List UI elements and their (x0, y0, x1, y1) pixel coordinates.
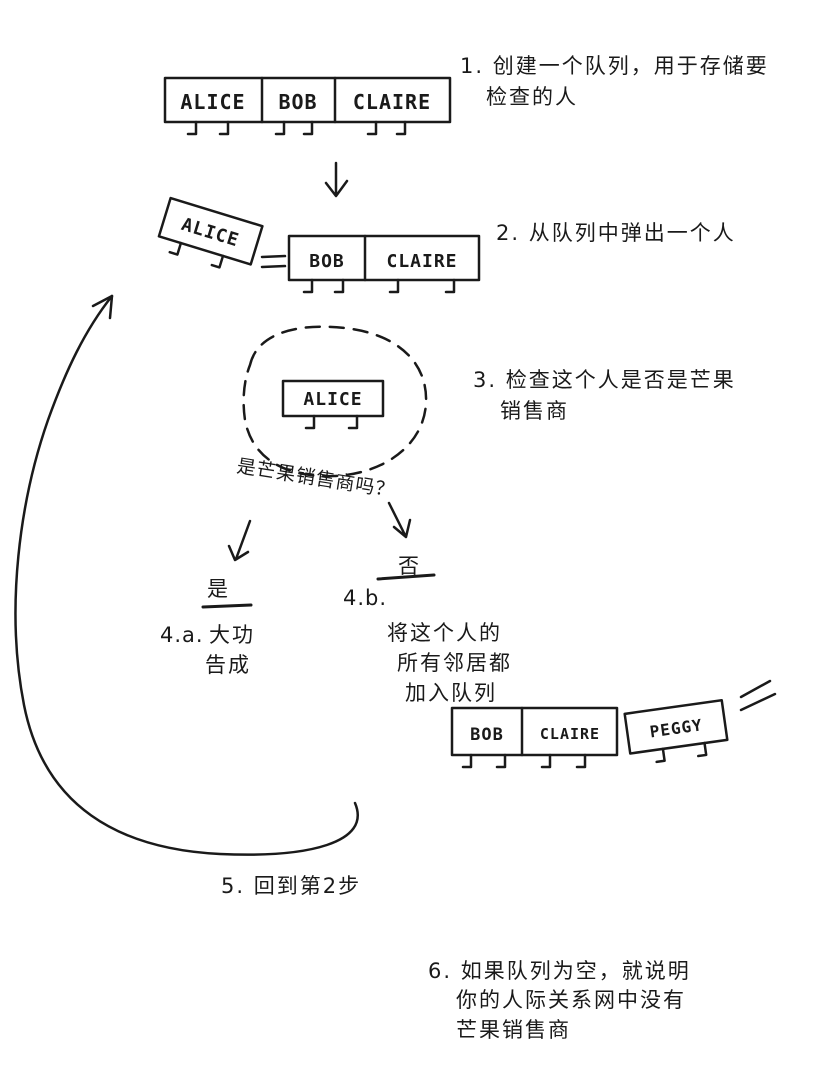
step4a-line2: 告成 (205, 653, 251, 677)
queue-item-bob: BOB (309, 251, 345, 272)
new-item-box (623, 698, 729, 755)
queue-item-claire: CLAIRE (540, 725, 600, 743)
step5-text: 5. 回到第2步 (221, 874, 361, 898)
checking-queue-item: ALICE (281, 379, 385, 430)
no-underline (376, 573, 436, 581)
new-queue-item: PEGGY (623, 698, 729, 764)
queue-item-claire: CLAIRE (386, 251, 457, 272)
step4b-number: 4.b. (343, 586, 387, 610)
remaining-queue-box (287, 234, 481, 282)
loop-back-arrow-icon (14, 294, 359, 856)
step3-line2: 销售商 (500, 399, 569, 423)
no-label: 否 (398, 554, 419, 578)
queue-item-bob: BOB (470, 725, 504, 745)
popped-queue-item: ALICE (157, 196, 264, 269)
yes-underline (201, 603, 253, 609)
checking-item-box (281, 379, 385, 418)
after-add-queue-box (450, 706, 619, 757)
step1-line1: 1. 创建一个队列，用于存储要 (460, 54, 769, 78)
motion-lines (739, 679, 777, 712)
step3-line1: 3. 检查这个人是否是芒果 (473, 368, 736, 392)
dashed-check-circle (242, 325, 428, 478)
step1-line2: 检查的人 (486, 85, 578, 109)
queue-item-bob: BOB (278, 90, 317, 114)
step4b-line1: 将这个人的 (387, 621, 502, 645)
step6-line2: 你的人际关系网中没有 (456, 988, 686, 1012)
checking-item-alice: ALICE (303, 389, 362, 410)
after-add-queue: BOB CLAIRE (450, 706, 619, 769)
queue-item-peggy: PEGGY (649, 715, 704, 741)
yes-arrow-icon (227, 519, 252, 562)
remaining-queue: BOB CLAIRE (287, 234, 481, 294)
step4b-line3: 加入队列 (405, 681, 497, 705)
queue-legs (186, 120, 407, 136)
initial-queue: ALICE BOB CLAIRE (163, 76, 452, 136)
separator-marks (260, 254, 287, 269)
step2-text: 2. 从队列中弹出一个人 (496, 221, 736, 245)
down-arrow-icon (324, 161, 349, 198)
step4a-line1: 大功 (209, 623, 255, 647)
step6-line1: 6. 如果队列为空，就说明 (428, 959, 691, 983)
step4a-number: 4.a. (160, 623, 204, 647)
step4b-line2: 所有邻居都 (397, 651, 512, 675)
yes-label: 是 (207, 577, 228, 601)
question-text: 是芒果销售商吗？ (235, 455, 396, 502)
no-arrow-icon (387, 501, 412, 539)
initial-queue-box (163, 76, 452, 124)
queue-item-alice: ALICE (180, 90, 245, 114)
step6-line3: 芒果销售商 (456, 1018, 571, 1042)
queue-item-claire: CLAIRE (353, 90, 431, 114)
popped-item-box (157, 196, 264, 266)
